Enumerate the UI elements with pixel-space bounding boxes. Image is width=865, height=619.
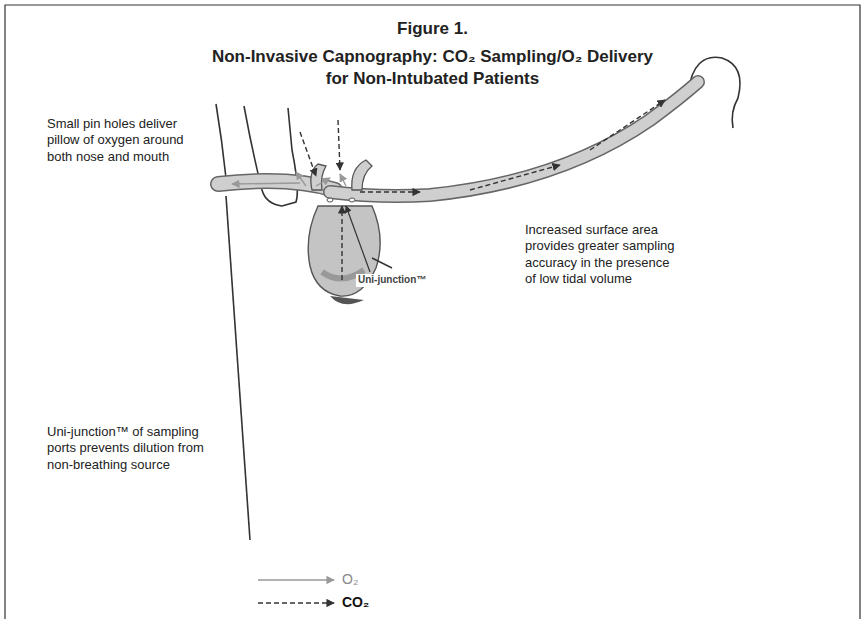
annotation: Increased surface area provides greater …	[525, 222, 680, 287]
scoop-shadow	[330, 296, 364, 304]
co2-legend-sample	[258, 602, 334, 603]
legend-label: CO₂	[342, 594, 369, 612]
figure-subtitle: Non-Invasive Capnography: CO₂ Sampling/O…	[200, 46, 665, 90]
annotation: Uni-junction™ of sampling ports prevents…	[47, 424, 212, 473]
figure-title: Figure 1.	[0, 18, 865, 39]
part-label: Uni-junction™	[356, 274, 428, 287]
face-profile	[216, 104, 297, 540]
o2-legend-sample	[258, 579, 334, 580]
figure-frame	[5, 5, 860, 619]
nasal-prongs	[311, 160, 372, 190]
annotation: Small pin holes deliver pillow of oxygen…	[47, 116, 199, 165]
leader-line	[346, 206, 370, 272]
sampling-ports	[327, 198, 355, 202]
cannula-tubing	[218, 82, 698, 196]
scoop-tab	[372, 258, 392, 268]
o2-flow-arrows	[232, 172, 346, 186]
legend-label: O₂	[342, 571, 358, 589]
